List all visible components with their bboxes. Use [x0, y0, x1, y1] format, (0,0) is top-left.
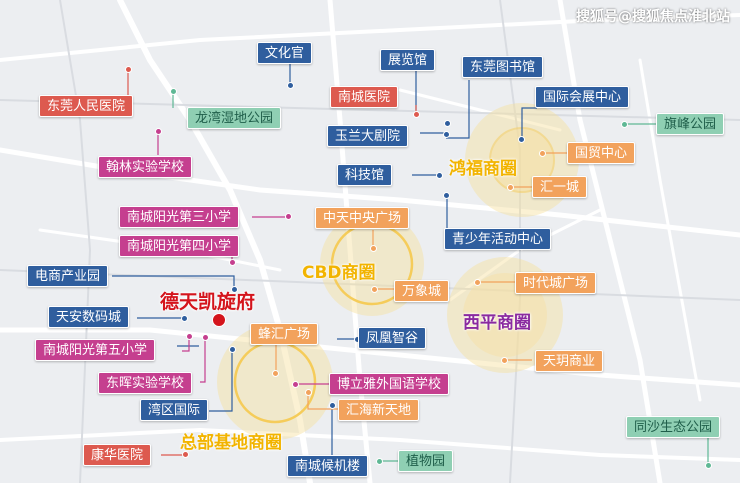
label-dongguan-library[interactable]: 东莞图书馆	[462, 56, 544, 78]
marker-intl-expo[interactable]	[518, 136, 525, 143]
label-huiyicheng[interactable]: 汇一城	[532, 176, 588, 198]
label-kanghua-hospital[interactable]: 康华医院	[83, 444, 152, 466]
project-name[interactable]: 德天凯旋府	[160, 291, 256, 313]
marker-tongsha-park[interactable]	[705, 462, 712, 469]
label-tianyue[interactable]: 天玥商业	[535, 350, 604, 372]
marker-longwan-park[interactable]	[170, 88, 177, 95]
watermark: 搜狐号@搜狐焦点淮北站	[576, 9, 730, 25]
marker-dongguan-library[interactable]	[444, 120, 451, 127]
label-nancheng-yg5[interactable]: 南城阳光第五小学	[35, 339, 156, 361]
marker-nancheng-airport[interactable]	[329, 402, 336, 409]
label-wanqu[interactable]: 湾区国际	[140, 399, 209, 421]
label-tongsha-park[interactable]: 同沙生态公园	[626, 416, 721, 438]
marker-nancheng-yg4[interactable]	[229, 259, 236, 266]
marker-qifeng-park[interactable]	[621, 121, 628, 128]
zone-cbd: CBD商圈	[302, 263, 376, 283]
label-ecommerce-park[interactable]: 电商产业园	[27, 265, 109, 287]
marker-huiyicheng[interactable]	[507, 184, 514, 191]
label-guomao[interactable]: 国贸中心	[567, 142, 636, 164]
label-tianan-cyber[interactable]: 天安数码城	[48, 306, 130, 328]
label-wanxiang[interactable]: 万象城	[394, 280, 450, 302]
zone-xiping: 西平商圈	[463, 313, 531, 333]
marker-huihai[interactable]	[305, 389, 312, 396]
marker-tech-museum[interactable]	[436, 172, 443, 179]
label-nancheng-airport[interactable]: 南城候机楼	[287, 455, 369, 477]
label-tech-museum[interactable]: 科技馆	[337, 164, 393, 186]
label-botanical-garden[interactable]: 植物园	[398, 450, 454, 472]
label-donghui-school[interactable]: 东晖实验学校	[98, 372, 193, 394]
marker-botanical-garden[interactable]	[376, 458, 383, 465]
project-location-marker[interactable]	[212, 313, 226, 327]
label-dongguan-hospital[interactable]: 东莞人民医院	[39, 95, 134, 117]
marker-tianyue[interactable]	[501, 357, 508, 364]
marker-nancheng-yg5[interactable]	[186, 333, 193, 340]
label-nancheng-yg4[interactable]: 南城阳光第四小学	[119, 235, 240, 257]
label-qifeng-park[interactable]: 旗峰公园	[656, 113, 725, 135]
label-zhanlanguan[interactable]: 展览馆	[380, 49, 436, 71]
label-yulan-theatre[interactable]: 玉兰大剧院	[327, 125, 409, 147]
marker-zhongtian-plaza[interactable]	[370, 245, 377, 252]
label-fenghuang[interactable]: 凤凰智谷	[358, 327, 427, 349]
label-fenghui-plaza[interactable]: 蜂汇广场	[250, 323, 319, 345]
marker-ecommerce-park[interactable]	[231, 286, 238, 293]
label-longwan-park[interactable]: 龙湾湿地公园	[187, 107, 282, 129]
marker-hanlin-school[interactable]	[155, 128, 162, 135]
marker-youth-center[interactable]	[443, 192, 450, 199]
label-youth-center[interactable]: 青少年活动中心	[444, 228, 552, 250]
label-nancheng-yg3[interactable]: 南城阳光第三小学	[119, 206, 240, 228]
label-huihai[interactable]: 汇海新天地	[338, 399, 420, 421]
marker-guomao[interactable]	[539, 150, 546, 157]
marker-dongguan-hospital[interactable]	[125, 66, 132, 73]
marker-donghui-school[interactable]	[202, 334, 209, 341]
label-boliya-school[interactable]: 博立雅外国语学校	[329, 373, 450, 395]
zone-hongfu: 鸿福商圈	[449, 159, 517, 179]
label-zhongtian-plaza[interactable]: 中天中央广场	[315, 207, 410, 229]
marker-wanxiang[interactable]	[371, 286, 378, 293]
label-intl-expo[interactable]: 国际会展中心	[535, 86, 630, 108]
label-hanlin-school[interactable]: 翰林实验学校	[98, 156, 193, 178]
marker-yulan-theatre[interactable]	[443, 131, 450, 138]
marker-boliya-school[interactable]	[292, 381, 299, 388]
marker-wenhuaguan[interactable]	[287, 82, 294, 89]
marker-times-plaza[interactable]	[474, 279, 481, 286]
marker-nancheng-yg3[interactable]	[285, 213, 292, 220]
label-nancheng-hospital[interactable]: 南城医院	[330, 86, 399, 108]
label-times-plaza[interactable]: 时代城广场	[515, 272, 597, 294]
marker-nancheng-hospital[interactable]	[413, 111, 420, 118]
zone-zongbu: 总部基地商圈	[180, 433, 282, 453]
marker-wanqu[interactable]	[229, 346, 236, 353]
label-wenhuaguan[interactable]: 文化官	[257, 42, 313, 64]
marker-fenghui-plaza[interactable]	[272, 370, 279, 377]
marker-kanghua-hospital[interactable]	[182, 451, 189, 458]
marker-tianan-cyber[interactable]	[181, 315, 188, 322]
